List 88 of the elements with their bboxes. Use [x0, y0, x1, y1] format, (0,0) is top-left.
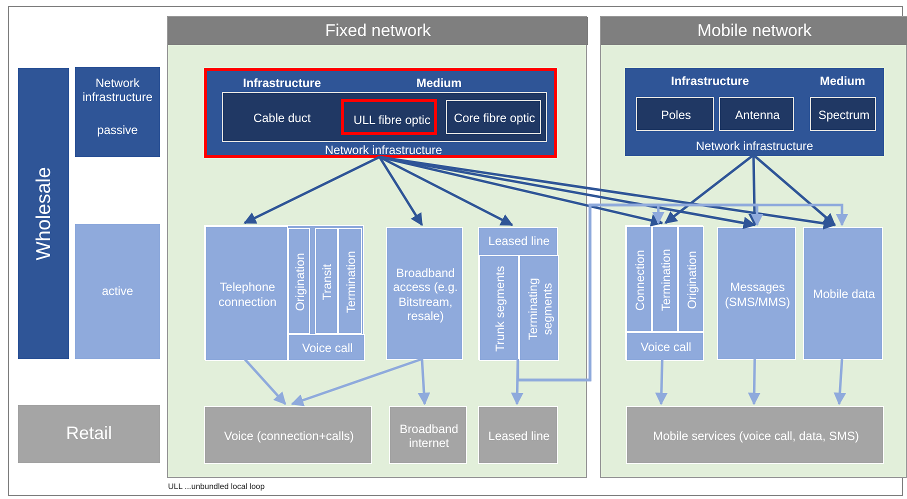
service-cell	[519, 255, 559, 361]
column-heading: Medium	[820, 74, 866, 88]
medium-cell	[446, 100, 541, 134]
infrastructure-box	[204, 68, 557, 158]
vertical-label: Termination	[344, 250, 358, 314]
arrow	[655, 358, 668, 406]
column-heading: Medium	[416, 76, 462, 90]
box-label: Voice call	[302, 341, 353, 356]
layer-box	[75, 67, 160, 157]
footnote: ULL ...unbundled local loop	[168, 482, 265, 491]
box-label: ULL fibre optic	[354, 112, 430, 128]
medium-cell	[341, 99, 437, 135]
arrow	[516, 204, 848, 382]
vertical-label: Trunk segments	[492, 266, 508, 352]
network-panel	[167, 16, 587, 478]
arrow	[748, 358, 760, 406]
service-cell	[338, 228, 362, 334]
row-label-box	[18, 405, 160, 463]
service-cell	[652, 226, 678, 332]
arrow	[379, 156, 664, 227]
box-label: Mobile services (voice call, data, SMS)	[652, 428, 860, 444]
service-box	[625, 225, 703, 360]
box-label: Mobile data	[812, 287, 876, 302]
box-label: Leased line	[488, 234, 550, 249]
box-label: Poles	[660, 108, 692, 122]
arrow	[379, 156, 756, 230]
box-label: Voice call	[640, 340, 692, 355]
service-box	[386, 227, 463, 360]
medium-cell	[719, 97, 794, 131]
service-cell	[315, 228, 338, 334]
box-label: active	[102, 284, 134, 299]
medium-cell	[636, 97, 714, 131]
vertical-label: Connection	[632, 250, 648, 310]
retail-box	[478, 406, 558, 464]
vertical-label: Wholesale	[32, 166, 56, 260]
infrastructure-box	[625, 68, 884, 156]
service-cell	[288, 334, 365, 361]
box-label: Core fibre optic	[454, 110, 536, 126]
retail-box	[204, 406, 372, 464]
vertical-label: Origination	[684, 250, 700, 310]
medium-box	[222, 92, 547, 142]
arrow	[664, 154, 754, 224]
box-label: Network infrastructure	[81, 76, 154, 104]
box-label: Network infrastructure	[324, 142, 442, 158]
box-label: passive	[97, 122, 138, 138]
box-label: Messages (SMS/MMS)	[724, 280, 792, 309]
box-label: Cable duct	[253, 110, 311, 126]
box-label: Antenna	[735, 108, 780, 122]
panel-header: Mobile network	[601, 17, 907, 45]
arrow	[290, 358, 422, 406]
service-cell	[479, 255, 519, 361]
arrow	[418, 358, 430, 406]
box-label: Voice (connection+calls)	[224, 428, 354, 444]
layer-box	[75, 224, 160, 359]
arrow	[834, 358, 846, 406]
box-label: Network infrastructure	[696, 138, 814, 154]
arrow	[243, 156, 380, 224]
vertical-label: Termination	[658, 248, 674, 312]
vertical-label: Terminating segments	[526, 276, 554, 342]
medium-cell	[810, 97, 876, 131]
service-cell	[678, 226, 704, 332]
service-cell	[626, 226, 652, 332]
vertical-label: Transit	[320, 264, 335, 300]
row-label-bar	[18, 68, 69, 359]
panel-header: Fixed network	[168, 17, 588, 45]
box-label: Retail	[66, 423, 112, 445]
box-label: Spectrum	[818, 108, 870, 122]
arrow	[244, 358, 286, 405]
service-cell	[288, 228, 310, 334]
box-label: Broadband internet	[398, 422, 460, 450]
service-box	[204, 225, 364, 360]
arrow	[379, 156, 836, 230]
service-box	[478, 227, 558, 360]
column-heading: Infrastructure	[670, 74, 750, 88]
retail-box	[626, 406, 884, 464]
service-box	[717, 227, 796, 360]
service-cell	[205, 226, 288, 361]
retail-box	[389, 406, 467, 464]
box-label: Broadband access (e.g. Bitstream, resale)	[392, 266, 459, 324]
network-panel	[600, 16, 907, 478]
box-label: Telephone connection	[217, 280, 278, 309]
box-label: Leased line	[488, 428, 550, 444]
arrow	[752, 154, 836, 226]
vertical-label: Origination	[292, 252, 308, 312]
service-cell	[626, 332, 704, 361]
service-box	[803, 227, 883, 360]
column-heading: Infrastructure	[242, 76, 322, 90]
arrow	[378, 156, 424, 226]
